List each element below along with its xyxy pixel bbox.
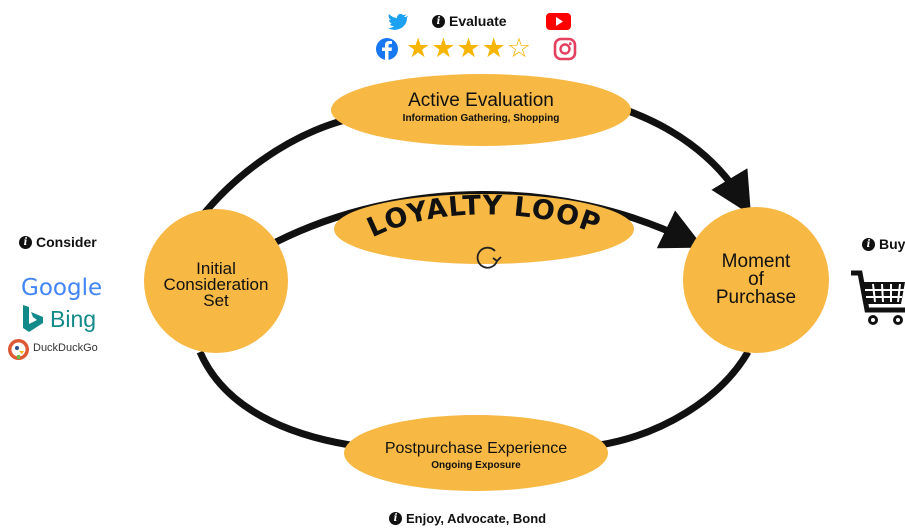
moment-of-purchase-circle [683,207,829,353]
stars-filled: ★★★★ [406,33,507,63]
active-evaluation-oval [331,74,631,146]
refresh-icon [476,246,502,269]
moment-line-2: of [748,269,764,290]
duckduckgo-logo: DuckDuckGo [33,342,98,354]
shopping-cart-icon [851,270,905,325]
postpurchase-subtitle: Ongoing Exposure [431,460,521,471]
info-icon: i [389,512,402,525]
arc-purchase-to-postpurchase [599,350,752,449]
active-evaluation-title: Active Evaluation [408,90,554,111]
active-evaluation-text: Active Evaluation Information Gathering,… [331,90,631,125]
loyalty-loop-oval [334,194,634,264]
info-icon: i [432,14,445,28]
postpurchase-oval [344,415,608,491]
star-rating: ★★★★☆ [406,33,532,63]
bing-icon [23,305,43,332]
twitter-icon [388,14,408,30]
stage-buy-label: Buy [879,236,905,252]
stage-enjoy-label: Enjoy, Advocate, Bond [406,511,547,526]
stage-evaluate: i Evaluate [432,13,507,29]
stage-enjoy: i Enjoy, Advocate, Bond [389,511,546,526]
stage-consider-label: Consider [36,234,97,250]
initial-consideration-circle [144,209,288,353]
youtube-icon [546,13,571,30]
initial-line-1: Initial [196,259,236,278]
stage-consider: i Consider [19,234,97,250]
info-icon: i [862,237,875,251]
arrow-evaluation-to-purchase [618,104,752,216]
postpurchase-text: Postpurchase Experience Ongoing Exposure [344,439,608,473]
initial-consideration-text: Initial Consideration Set [144,259,288,310]
duckduckgo-icon [8,339,29,360]
bing-logo: Bing [50,306,97,332]
info-icon: i [19,235,32,249]
facebook-icon [376,38,398,60]
active-evaluation-subtitle: Information Gathering, Shopping [402,113,560,124]
moment-of-purchase-text: Moment of Purchase [683,251,829,308]
stage-buy: i Buy [862,236,905,252]
moment-line-1: Moment [721,251,791,272]
instagram-icon [553,37,577,61]
initial-line-2: Consideration [163,275,269,294]
postpurchase-title: Postpurchase Experience [384,440,568,457]
initial-line-3: Set [203,291,229,310]
google-logo: Google [21,275,103,301]
moment-line-3: Purchase [715,287,797,308]
arc-postpurchase-to-consider [196,350,351,449]
stage-evaluate-label: Evaluate [449,13,507,29]
stars-empty: ☆ [506,33,533,63]
